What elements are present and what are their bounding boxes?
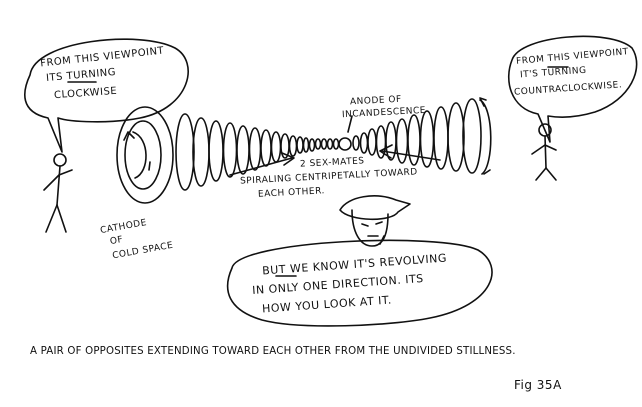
anode-pointer bbox=[347, 115, 353, 133]
right-stick-figure bbox=[531, 123, 557, 181]
anode-sphere bbox=[338, 137, 352, 151]
cathode-disc bbox=[116, 106, 174, 204]
viewer-face bbox=[339, 195, 411, 247]
right-arrow bbox=[379, 144, 441, 161]
left-speech-bubble bbox=[24, 38, 189, 153]
spiral-coils bbox=[175, 97, 492, 191]
figure-label: Fig 35A bbox=[514, 378, 562, 392]
figure-caption: A PAIR OF OPPOSITES EXTENDING TOWARD EAC… bbox=[30, 346, 516, 357]
right-speech-bubble bbox=[508, 35, 638, 143]
left-stick-figure bbox=[43, 153, 73, 233]
left-arrow bbox=[229, 152, 295, 176]
